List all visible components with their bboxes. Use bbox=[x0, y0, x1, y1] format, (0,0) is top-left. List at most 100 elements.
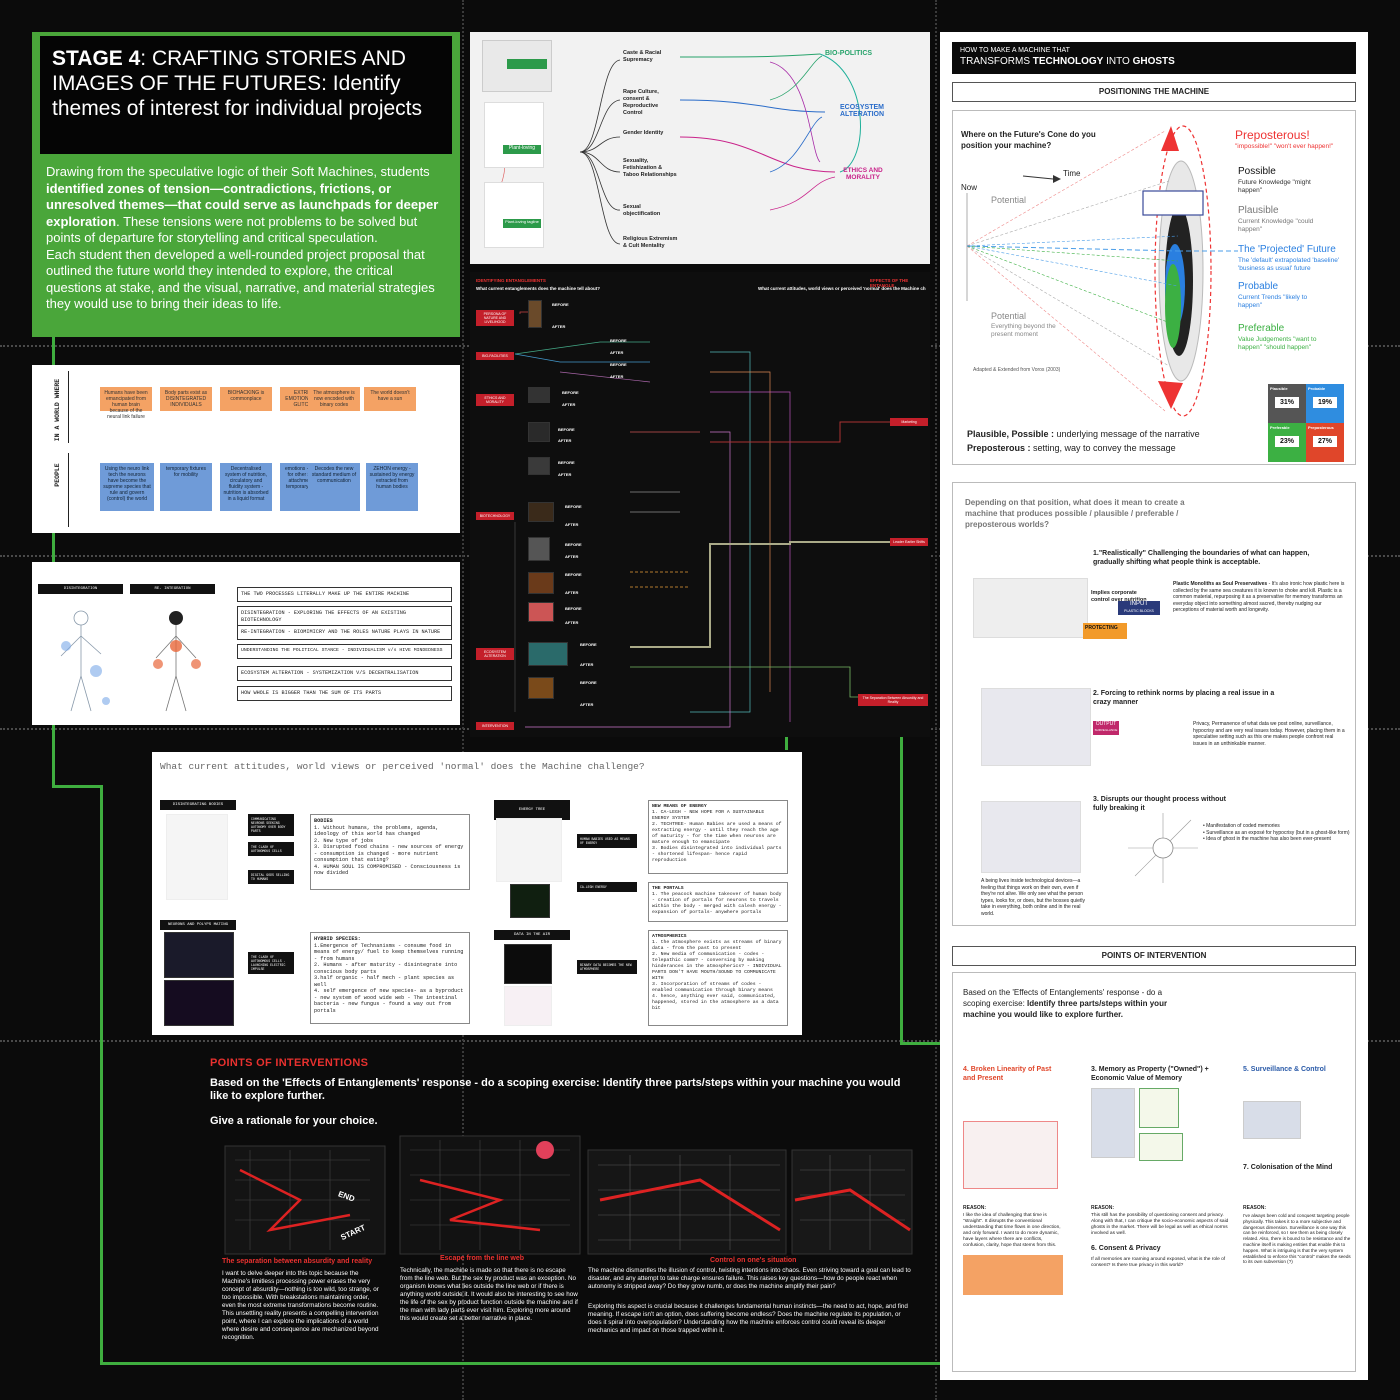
label-preferable-sub: Value Judgements "want to happen" "shoul… bbox=[1238, 336, 1317, 351]
poi-title: POINTS OF INTERVENTION bbox=[952, 946, 1356, 966]
diag-line-2: DISINTEGRATION - EXPLORING THE EFFECTS O… bbox=[237, 606, 452, 627]
intervention-3-title: Control on one's situation bbox=[710, 1257, 797, 1264]
col-1-orange-note bbox=[963, 1255, 1063, 1295]
col-2-image-2 bbox=[1139, 1088, 1179, 1128]
intervention-1-title: The separation between absurdity and rea… bbox=[222, 1258, 373, 1265]
adapted-note: Adapted & Extended from Voros (2003) bbox=[973, 367, 1061, 373]
row-label-world: IN A WORLD WHERE bbox=[54, 378, 61, 442]
theme-caste: Caste & Racial Supremacy bbox=[623, 50, 662, 63]
intervention-2-title: Escape from the line web bbox=[440, 1255, 525, 1262]
col-1-image bbox=[963, 1121, 1058, 1189]
category-ethics: ETHICS AND MORALITY bbox=[843, 167, 883, 181]
subtag-6: CA-LEGH ENERGY bbox=[577, 882, 637, 892]
subtag-4: THE CLASH OF AUTONOMOUS CELLS - LAUNCHIN… bbox=[248, 952, 294, 974]
label-probable: Probable bbox=[1238, 281, 1279, 292]
people-response-6: ZEHON energy - sustained by energy extra… bbox=[366, 463, 418, 511]
grid-cell-value: 19% bbox=[1313, 397, 1337, 408]
mindmap-card-1 bbox=[482, 40, 552, 92]
col-2-image-3 bbox=[1139, 1133, 1183, 1161]
cone-potential: Potential bbox=[991, 195, 1027, 205]
cone-time: Time bbox=[1063, 169, 1081, 178]
tag-neurons-polyps: NEURONS AND POLYPS MATING bbox=[160, 920, 236, 930]
protecting-box: PROTECTING bbox=[1083, 623, 1127, 639]
effect-label-leader: Leader Earlier Shifts bbox=[890, 538, 928, 546]
message-2: Preposterous : setting, way to convey th… bbox=[967, 443, 1176, 453]
entangle-right-question: What current attitudes, world views or p… bbox=[758, 286, 926, 291]
col-2-reason-label: REASON: bbox=[1091, 1205, 1115, 1211]
col-1-reason: I like the idea of challenging that time… bbox=[963, 1213, 1061, 1248]
after-label: AFTER bbox=[580, 702, 594, 707]
cone-potential-2: Potential bbox=[991, 311, 1027, 321]
entangle-label-ecosystem: ECOSYSTEM ALTERATION bbox=[476, 648, 514, 660]
row-label-people: PEOPLE bbox=[54, 463, 61, 487]
entangle-thumb bbox=[528, 502, 554, 522]
mindmap-panel: Plant-loving Plant-loving tagline Caste … bbox=[470, 32, 930, 264]
after-label: AFTER bbox=[562, 402, 576, 407]
step-3-notes: • Manifestation of coded memories • Surv… bbox=[1203, 823, 1350, 842]
poi-section: Based on the 'Effects of Entanglements' … bbox=[952, 972, 1356, 1372]
label-projected: The 'Projected' Future bbox=[1238, 244, 1336, 255]
entangle-thumb bbox=[528, 537, 550, 561]
col-3-image bbox=[1243, 1101, 1301, 1139]
entangle-label-persona: PERSONA OF NATURE AND LIVELIHOOD bbox=[476, 310, 514, 326]
figure-illustrations bbox=[60, 610, 201, 712]
cone-question: Where on the Future's Cone do you positi… bbox=[961, 130, 1096, 150]
stage-title-box: STAGE 4: CRAFTING STORIES AND IMAGES OF … bbox=[40, 36, 452, 154]
interventions-section: POINTS OF INTERVENTIONS Based on the 'Ef… bbox=[210, 1057, 920, 1357]
mindmap-card-3: Plant-loving tagline bbox=[484, 182, 544, 248]
message-1: Plausible, Possible : underlying message… bbox=[967, 429, 1200, 439]
before-label: BEFORE bbox=[558, 460, 575, 465]
card-tag: Plant-loving bbox=[503, 145, 541, 154]
label-plausible: Plausible bbox=[1238, 205, 1279, 216]
implies-label: Implies corporate control over nutrition bbox=[1091, 590, 1147, 603]
after-label: AFTER bbox=[565, 522, 579, 527]
tag-disintegration: DISINTEGRATION bbox=[38, 584, 123, 594]
attitudes-panel: What current attitudes, world views or p… bbox=[152, 752, 802, 1035]
before-label: BEFORE bbox=[580, 680, 597, 685]
tag-energy-tree: ENERGY TREE bbox=[494, 800, 570, 820]
people-response-2: temporary fixtures for mobility bbox=[160, 463, 212, 511]
interventions-title: POINTS OF INTERVENTIONS bbox=[210, 1057, 369, 1069]
neuron-sketch bbox=[1128, 813, 1198, 883]
intervention-1-text: I want to delve deeper into this topic b… bbox=[222, 1270, 379, 1341]
grid-cell-label: Plausible bbox=[1270, 386, 1288, 391]
theme-sexuality: Sexuality, Fetishization & Taboo Relatio… bbox=[623, 158, 677, 178]
entangle-label-biofacilities: BIO-FACILITIES bbox=[476, 352, 514, 360]
disintegration-panel: DISINTEGRATION RE- INTEGRATION THE TWO P… bbox=[32, 562, 460, 725]
step-3-caption: A being lives inside technological devic… bbox=[981, 878, 1085, 917]
ghosts-panel: HOW TO MAKE A MACHINE THAT TRANSFORMS TE… bbox=[940, 32, 1368, 1380]
stage-title: STAGE 4: CRAFTING STORIES AND IMAGES OF … bbox=[52, 47, 423, 120]
entangle-thumb bbox=[528, 677, 554, 699]
poi-lead: Based on the 'Effects of Entanglements' … bbox=[963, 988, 1168, 1019]
stage-paragraph-2: Each student then developed a well-round… bbox=[46, 246, 435, 312]
label-possible: Possible bbox=[1238, 166, 1276, 177]
neurons-image-1 bbox=[164, 932, 234, 978]
col-5-title: 6. Consent & Privacy bbox=[1091, 1245, 1161, 1252]
entangle-thumb bbox=[528, 300, 542, 328]
row-divider bbox=[68, 453, 69, 527]
energy-image-2 bbox=[510, 884, 550, 918]
subtag-7: BINARY DATA BECOMES THE NEW ATMOSPHERE bbox=[577, 960, 637, 974]
col-3-reason: I've always been cold and conquest targe… bbox=[1243, 1213, 1351, 1265]
world-condition-5: The atmosphere is now encoded with binar… bbox=[308, 387, 360, 411]
energy-image-1 bbox=[496, 818, 562, 882]
tag-data-air: DATA IN THE AIR bbox=[494, 930, 570, 940]
before-label: BEFORE bbox=[580, 642, 597, 647]
step-1-image bbox=[973, 578, 1088, 638]
step-2-title: 2. Forcing to rethink norms by placing a… bbox=[1093, 690, 1275, 706]
grid-cell-label: Preferable bbox=[1270, 425, 1290, 430]
ghosts-header: HOW TO MAKE A MACHINE THAT TRANSFORMS TE… bbox=[952, 42, 1356, 74]
subtag-2: THE CLASH OF AUTONOMOUS CELLS bbox=[248, 842, 294, 856]
futures-cone-section: Where on the Future's Cone do you positi… bbox=[952, 110, 1356, 465]
col-1-title: 4. Broken Linearity of Past and Present bbox=[963, 1066, 1052, 1082]
col-4-title: 7. Colonisation of the Mind bbox=[1243, 1164, 1333, 1171]
entangle-left-question: What current entanglements does the mach… bbox=[476, 286, 601, 291]
theme-rape-culture: Rape Culture, consent & Reproductive Con… bbox=[623, 89, 659, 116]
diag-line-3: RE-INTEGRATION - BIOMIMICRY AND THE ROLE… bbox=[237, 625, 452, 640]
people-response-1: Using the neuro link tech the neurons ha… bbox=[100, 463, 154, 511]
